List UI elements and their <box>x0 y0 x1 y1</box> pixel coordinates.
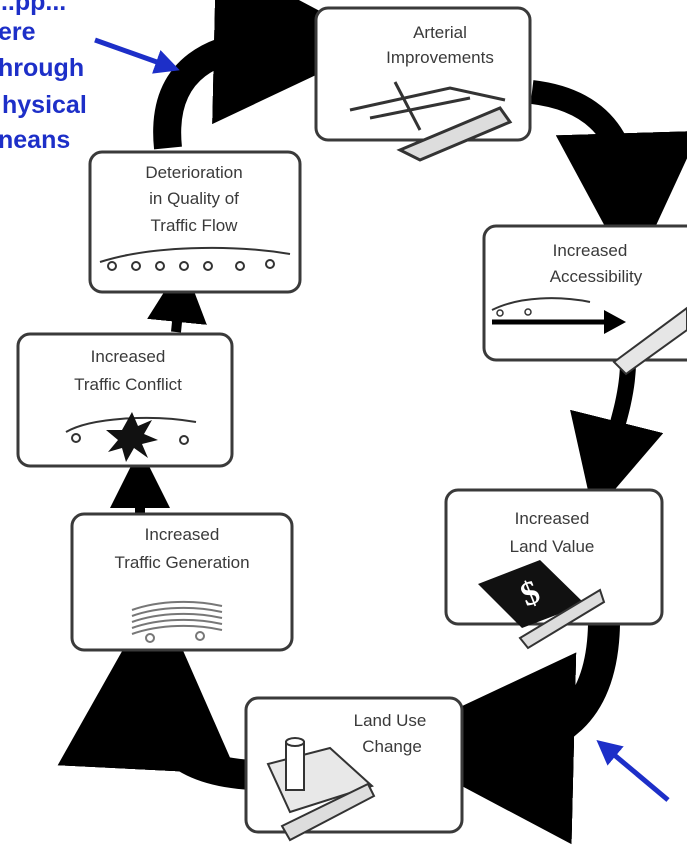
annotation-line-5: neans <box>0 126 70 154</box>
deterioration-line-1: Deterioration <box>145 163 242 182</box>
deterioration-line-2: in Quality of <box>149 189 239 208</box>
box-increased-accessibility: Increased Accessibility <box>482 224 687 376</box>
arrow-land-value-to-land-use <box>382 624 620 845</box>
land-use-line-2: Change <box>362 737 422 756</box>
annotation-line-4: hysical <box>2 91 87 119</box>
blue-arrow-bottom <box>596 739 670 802</box>
annotation-line-3: hrough <box>0 54 84 82</box>
traffic-generation-line-1: Increased <box>145 525 220 544</box>
traffic-stack-icon <box>131 600 223 643</box>
accessibility-line-1: Increased <box>553 241 628 260</box>
traffic-conflict-line-2: Traffic Conflict <box>74 375 182 394</box>
box-increased-land-value: Increased Land Value $ <box>444 488 664 650</box>
arterial-line-2: Improvements <box>386 48 494 67</box>
collision-icon <box>65 412 197 462</box>
arrow-accessibility-to-land-value <box>570 361 664 515</box>
land-value-line-1: Increased <box>515 509 590 528</box>
accessibility-line-2: Accessibility <box>550 267 643 286</box>
box-increased-traffic-conflict: Increased Traffic Conflict <box>16 332 234 468</box>
blue-arrow-top <box>94 37 180 74</box>
arrow-conflict-to-deterioration <box>147 262 207 333</box>
arrow-land-use-to-traffic-generation <box>57 590 254 790</box>
deterioration-line-3: Traffic Flow <box>151 216 239 235</box>
dollar-sign-icon: $ <box>478 560 606 650</box>
box-arterial-improvements: Arterial Improvements <box>314 6 532 162</box>
arterial-line-1: Arterial <box>413 23 467 42</box>
traffic-conflict-line-1: Increased <box>91 347 166 366</box>
congested-road-icon <box>99 246 291 271</box>
annotation-line-2: ere <box>0 18 36 46</box>
road-arrow-icon <box>491 297 687 376</box>
arrow-arterial-to-accessibility <box>530 80 687 277</box>
box-deterioration-traffic-flow: Deterioration in Quality of Traffic Flow <box>88 150 302 294</box>
left-annotation: ...pp... ere hrough hysical neans <box>0 0 180 154</box>
building-icon <box>266 737 376 842</box>
traffic-generation-line-2: Traffic Generation <box>114 553 249 572</box>
road-interchange-icon <box>349 81 513 162</box>
box-increased-traffic-generation: Increased Traffic Generation <box>70 512 294 652</box>
arrow-deterioration-to-arterial <box>153 0 382 150</box>
land-use-line-1: Land Use <box>354 711 427 730</box>
land-value-line-2: Land Value <box>510 537 595 556</box>
box-land-use-change: Land Use Change <box>244 696 464 842</box>
annotation-line-1: ...pp... <box>0 0 66 16</box>
